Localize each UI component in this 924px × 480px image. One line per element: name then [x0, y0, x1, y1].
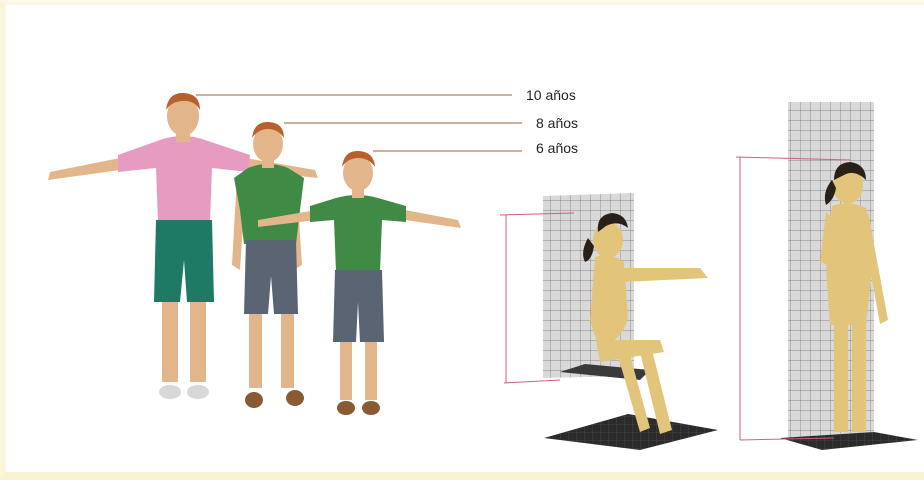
- age-label-10: 10 años: [526, 87, 576, 103]
- standing-mannequin-scene: [736, 102, 918, 450]
- age-label-6: 6 años: [536, 140, 578, 156]
- seated-mannequin-scene: [500, 193, 718, 450]
- age-label-8: 8 años: [536, 115, 578, 131]
- age-leader-lines: [196, 95, 522, 151]
